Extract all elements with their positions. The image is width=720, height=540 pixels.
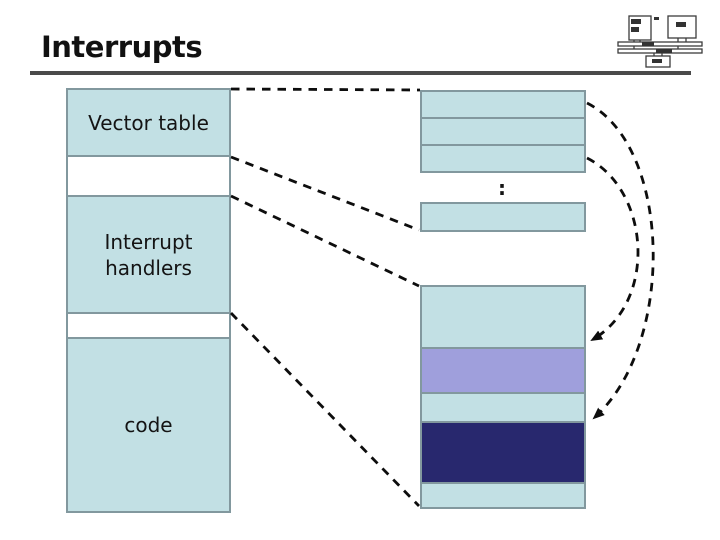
memory-cell <box>420 482 586 509</box>
memory-cell <box>420 285 586 349</box>
ellipsis: : <box>498 176 506 200</box>
connector-line <box>230 155 420 232</box>
handler-navy-cell <box>420 421 586 484</box>
vector-entry-row <box>420 202 586 232</box>
vector-entry-row <box>420 144 586 173</box>
title-underline-rule <box>30 71 691 75</box>
handler-purple-cell <box>420 347 586 394</box>
interrupt-handlers-label: Interrupt handlers <box>104 229 193 280</box>
connector-line <box>230 87 421 92</box>
vector-table-label: Vector table <box>88 110 209 135</box>
interrupt-handlers-cell: Interrupt handlers <box>66 195 231 314</box>
pointer-arc <box>586 101 655 420</box>
page-title: Interrupts <box>41 30 203 64</box>
code-cell: code <box>66 337 231 513</box>
architecture-logo-icon <box>617 15 703 68</box>
connector-line <box>229 312 421 507</box>
vector-entry-row <box>420 90 586 119</box>
memory-cell <box>420 392 586 423</box>
code-label: code <box>124 413 173 437</box>
vector-entry-row <box>420 117 586 146</box>
pointer-arc <box>586 156 640 342</box>
connector-line <box>230 194 420 288</box>
vector-table-cell: Vector table <box>66 88 231 157</box>
gap-cell <box>66 312 231 339</box>
gap-cell <box>66 155 231 197</box>
